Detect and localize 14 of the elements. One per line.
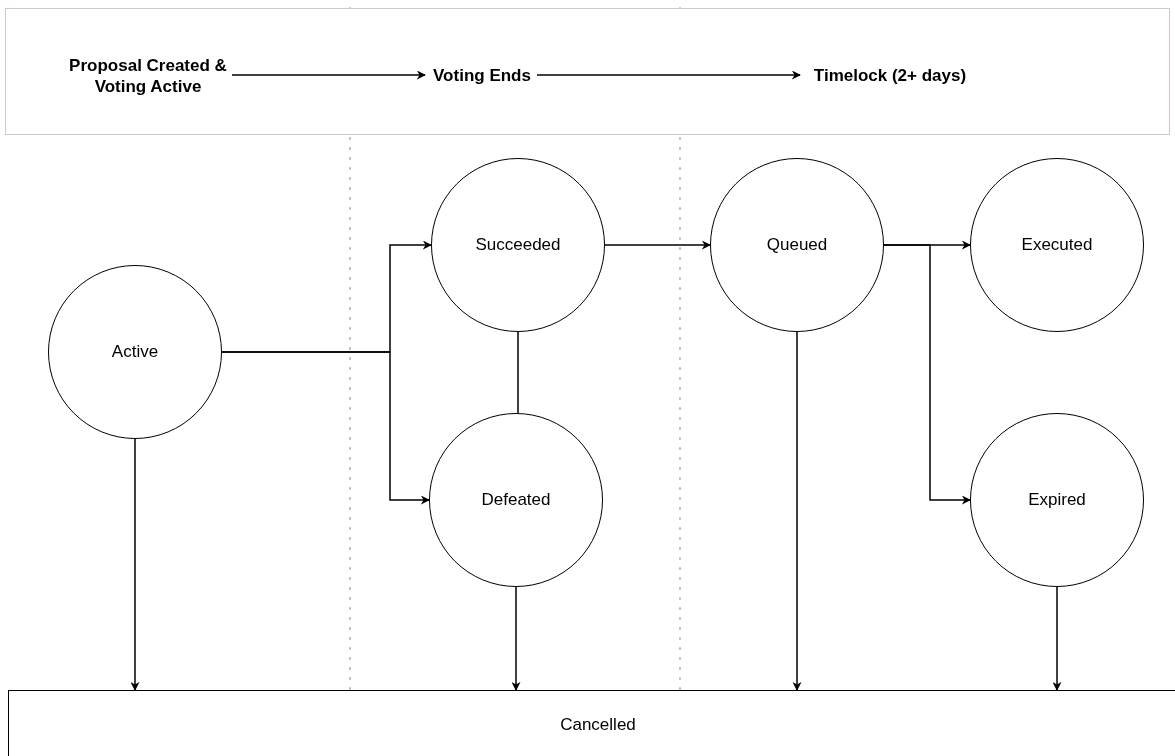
phase-label: Proposal Created & Voting Active xyxy=(63,51,233,101)
arrow xyxy=(511,586,521,691)
arrow xyxy=(130,438,140,691)
state-box: Cancelled xyxy=(8,690,1175,756)
phase-label: Timelock (2+ days) xyxy=(801,63,979,89)
arrow xyxy=(231,70,426,80)
arrow xyxy=(1052,586,1062,691)
header-band xyxy=(5,8,1170,135)
arrow xyxy=(883,244,971,505)
phase-label: Voting Ends xyxy=(426,63,538,89)
arrow xyxy=(536,70,801,80)
arrow xyxy=(792,331,802,691)
arrow xyxy=(221,351,430,505)
arrow xyxy=(604,240,711,250)
